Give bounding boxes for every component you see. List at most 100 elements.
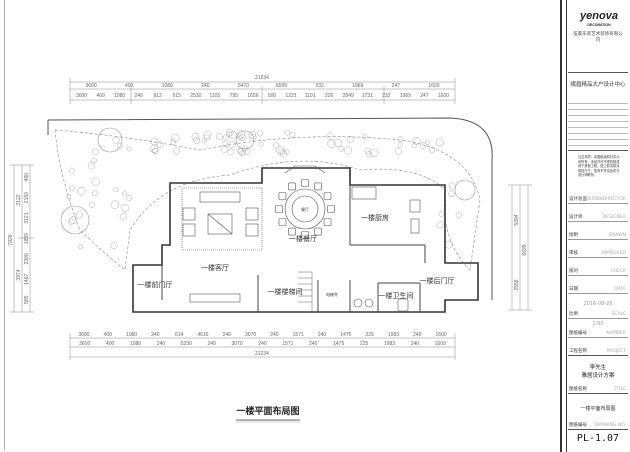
dim-label: 812	[154, 93, 163, 99]
shrub-icon	[92, 190, 98, 197]
shrub-icon	[87, 162, 95, 170]
shrub-icon	[429, 146, 436, 153]
shrub-icon	[397, 136, 404, 143]
dim-label: 595	[24, 295, 30, 304]
title-block-border	[560, 0, 567, 452]
dim-label: 400	[96, 93, 105, 99]
chair-icon	[314, 182, 322, 191]
dim-label: 1571	[282, 341, 293, 347]
dim-label: 1600	[436, 332, 447, 338]
shrub-icon	[239, 133, 247, 141]
shrub-icon	[203, 130, 212, 139]
dim-label: 240	[223, 332, 232, 338]
room-label-back-hall: 一楼后门厅	[420, 276, 455, 285]
dim-top-total: 21234	[255, 75, 269, 81]
shrub-icon	[170, 138, 177, 145]
shrub-icon	[425, 140, 430, 145]
dim-label: 5230	[181, 341, 192, 347]
washbasin-icon	[364, 298, 374, 308]
dim-label: 5470	[238, 83, 249, 89]
dim-label: 240	[135, 93, 144, 99]
shrub-icon	[243, 147, 251, 155]
shrub-icon	[333, 138, 343, 148]
dim-label: 2849	[343, 93, 354, 99]
shrub-icon	[113, 187, 119, 192]
dim-label: 240	[309, 341, 318, 347]
shrub-icon	[327, 139, 336, 148]
dim-label: 1600	[435, 341, 446, 347]
drawing-title: 一楼平面布局图	[236, 405, 299, 417]
shrub-icon	[191, 132, 200, 141]
shrub-icon	[361, 133, 368, 140]
dim-bottom-total: 21234	[255, 351, 269, 357]
shrub-icon	[370, 148, 379, 158]
dim-label: 2300	[24, 253, 30, 264]
dim-label: 225	[365, 332, 374, 338]
top-dimensions	[69, 78, 456, 104]
shrubs	[66, 128, 462, 250]
dim-label: 614	[175, 332, 184, 338]
dining-table	[284, 165, 326, 230]
dim-label: 3070	[232, 341, 243, 347]
shrub-icon	[326, 132, 334, 140]
dim-label: 240	[411, 341, 420, 347]
dim-label: 240	[413, 332, 422, 338]
garden-planting	[54, 129, 481, 271]
dim-label: 1571	[293, 332, 304, 338]
dim-label: 1969	[400, 93, 411, 99]
dim-label: 1080	[126, 332, 137, 338]
shrub-icon	[121, 204, 130, 212]
dim-label: 225	[360, 341, 369, 347]
dim-label: 3600	[78, 332, 89, 338]
shrub-icon	[110, 242, 118, 250]
interior-walls	[161, 185, 426, 312]
shrub-icon	[344, 146, 353, 155]
dim-label: 1105	[209, 93, 220, 99]
shrub-icon	[75, 211, 84, 219]
revision-table	[568, 98, 628, 148]
chair-icon	[288, 227, 296, 236]
shrub-icon	[91, 177, 100, 186]
logo: yenova	[580, 10, 618, 22]
chair-icon	[278, 192, 287, 200]
dim-label: 400	[106, 341, 115, 347]
room-label-stair: 一楼楼梯间	[268, 287, 303, 296]
shrub-icon	[248, 131, 257, 139]
tv-cabinet	[189, 293, 241, 303]
shrub-icon	[455, 212, 462, 219]
chair-icon	[314, 227, 322, 236]
shrub-icon	[203, 134, 210, 141]
shrub-icon	[284, 129, 291, 136]
room-label-dining-table: 餐厅	[301, 206, 309, 212]
chair-icon	[288, 182, 296, 191]
shrub-icon	[170, 133, 180, 142]
sink-icon	[409, 199, 421, 213]
shrub-icon	[89, 201, 96, 208]
shrub-icon	[228, 130, 237, 140]
shrub-icon	[122, 190, 128, 197]
shrub-icon	[78, 244, 84, 250]
dim-label: 247	[392, 83, 401, 89]
chair-icon	[301, 231, 309, 239]
shrub-icon	[289, 131, 296, 138]
shrub-icon	[119, 213, 127, 221]
shrub-icon	[365, 151, 373, 158]
shrub-icon	[228, 140, 236, 149]
dim-label: 247	[420, 93, 429, 99]
room-label-dining: 一楼餐厅	[289, 234, 317, 243]
dim-right-total: 6695	[522, 244, 528, 255]
garden-boundary	[47, 117, 493, 300]
dim-label: 240	[270, 332, 279, 338]
client-name: 李先生	[589, 365, 607, 371]
shrub-icon	[435, 138, 444, 147]
dim-label: 400	[104, 332, 113, 338]
stove-icon	[410, 218, 420, 234]
